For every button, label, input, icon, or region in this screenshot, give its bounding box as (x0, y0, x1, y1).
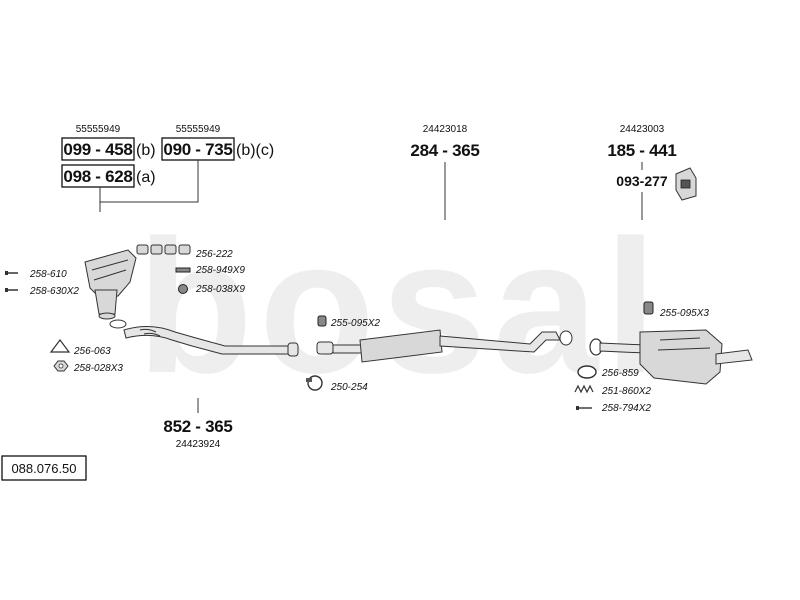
oe-number-centre: 24423018 (423, 124, 468, 135)
bolt-icon-1 (5, 271, 18, 275)
watermark: bosal (137, 201, 663, 413)
nut-icon (178, 284, 188, 294)
bolt-icon-3 (576, 406, 592, 410)
reference-box (1, 455, 87, 481)
clamp-icon (306, 375, 323, 391)
part-suffix-bc: (b)(c) (236, 142, 274, 159)
spring-icon (574, 384, 594, 394)
fitting-label-258-038[interactable]: 258-038X9 (195, 284, 245, 295)
part-number-099-458[interactable]: 099 - 458 (63, 140, 132, 159)
mounting-bracket-icon (675, 167, 697, 201)
fitting-label-255-095-rear[interactable]: 255-095X3 (659, 308, 709, 319)
front-pipe-icon (109, 319, 299, 357)
part-number-098-628[interactable]: 098 - 628 (63, 167, 132, 186)
part-box-099-458 (61, 137, 135, 161)
fitting-label-250-254[interactable]: 250-254 (330, 382, 368, 393)
stud-icon (175, 267, 191, 273)
fitting-label-255-095-mid[interactable]: 255-095X2 (330, 318, 380, 329)
fitting-label-258-610[interactable]: 258-610 (29, 269, 67, 280)
oe-number-rear: 24423003 (620, 124, 665, 135)
bolt-icon-2 (5, 288, 18, 292)
part-suffix-b: (b) (136, 142, 156, 159)
fitting-label-256-222[interactable]: 256-222 (195, 249, 233, 260)
fitting-label-258-794[interactable]: 258-794X2 (601, 403, 651, 414)
part-number-185-441[interactable]: 185 - 441 (607, 141, 676, 160)
fitting-label-258-028[interactable]: 258-028X3 (73, 363, 123, 374)
centre-silencer-icon (316, 329, 573, 363)
rubber-hanger-icon-1 (317, 315, 327, 327)
part-number-852-365[interactable]: 852 - 365 (163, 417, 232, 436)
part-number-284-365[interactable]: 284 - 365 (410, 141, 479, 160)
part-suffix-a: (a) (136, 169, 156, 186)
gasket-set-icon (136, 244, 191, 255)
part-box-098-628 (61, 164, 135, 188)
leader-front-left (99, 160, 199, 212)
fitting-label-256-859[interactable]: 256-859 (601, 368, 639, 379)
oe-number-front-pipe: 24423924 (176, 439, 221, 450)
ring-gasket-icon (577, 365, 597, 379)
reference-number: 088.076.50 (11, 461, 76, 476)
fitting-label-251-860[interactable]: 251-860X2 (601, 386, 651, 397)
oe-number-1: 55555949 (76, 124, 121, 135)
rear-silencer-icon (589, 329, 753, 385)
rubber-hanger-icon-2 (643, 301, 654, 315)
fitting-label-256-063[interactable]: 256-063 (73, 346, 111, 357)
part-number-090-735[interactable]: 090 - 735 (163, 140, 232, 159)
part-number-093-277[interactable]: 093-277 (616, 173, 668, 189)
manifold-catalyst-icon (84, 249, 137, 320)
triangular-gasket-icon (49, 339, 71, 353)
oe-number-2: 55555949 (176, 124, 221, 135)
hex-nut-icon (53, 360, 69, 372)
fitting-label-258-949[interactable]: 258-949X9 (195, 265, 245, 276)
fitting-label-258-630[interactable]: 258-630X2 (29, 286, 79, 297)
